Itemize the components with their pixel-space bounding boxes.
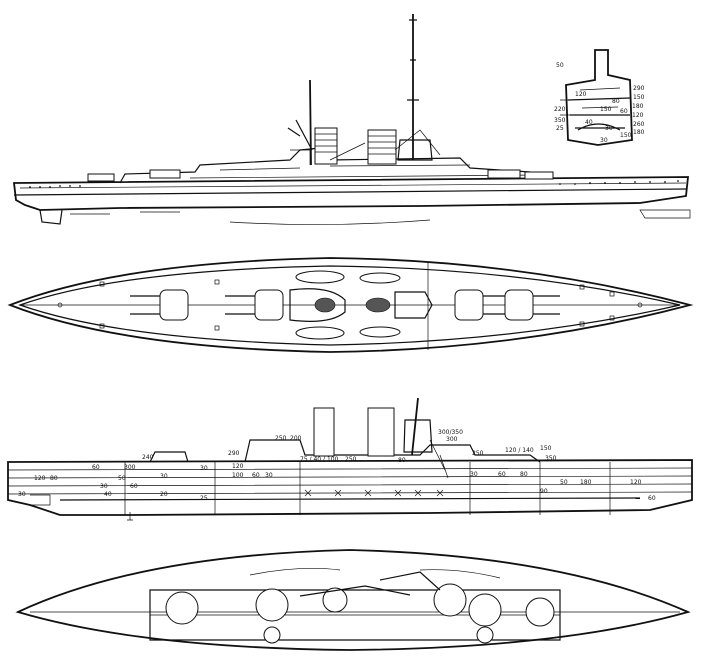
belt-marks bbox=[304, 489, 444, 497]
section-label-1: 50 bbox=[556, 62, 564, 69]
section-label-5: 80 bbox=[612, 98, 620, 105]
armor-label-26: 100 bbox=[232, 472, 244, 479]
armor-label-32: 30 bbox=[100, 483, 108, 490]
armor-label-28: 30 bbox=[265, 472, 273, 479]
armor-label-20: 120 bbox=[630, 479, 642, 486]
armor-label-22: 30 bbox=[470, 471, 478, 478]
armor-label-15: 60 bbox=[92, 464, 100, 471]
armor-profile-view: 300/350 300 120 / 140 150 350 250 200 29… bbox=[7, 397, 693, 521]
armor-label-25: 90 bbox=[540, 488, 548, 495]
section-label-8: 220 bbox=[554, 106, 566, 113]
section-label-7: 150 bbox=[600, 106, 612, 113]
armor-label-33: 60 bbox=[130, 483, 138, 490]
armor-label-11: 250 bbox=[472, 450, 484, 457]
armor-label-5: 350 bbox=[545, 455, 557, 462]
midship-section-view: 50 290 120 150 80 180 150 220 60 120 350… bbox=[554, 49, 645, 146]
section-label-18: 30 bbox=[600, 137, 608, 144]
section-label-14: 25 bbox=[556, 125, 564, 132]
armor-label-1: 300/350 bbox=[438, 429, 463, 436]
section-label-3: 120 bbox=[575, 91, 587, 98]
armor-label-3: 120 / 140 bbox=[505, 447, 534, 454]
armor-label-17: 250 bbox=[345, 456, 357, 463]
armor-label-14: 30 bbox=[200, 465, 208, 472]
armor-label-37: 25 bbox=[200, 495, 208, 502]
profile-view bbox=[12, 14, 691, 225]
armor-label-4: 150 bbox=[540, 445, 552, 452]
armor-plan-view bbox=[15, 549, 691, 651]
armor-label-13: 75 / 40 / 100 bbox=[300, 456, 339, 463]
armor-plan-barbettes bbox=[165, 583, 555, 644]
deck-fittings bbox=[57, 279, 643, 331]
armor-label-31: 50 bbox=[118, 475, 126, 482]
armor-label-38: 60 bbox=[648, 495, 656, 502]
armor-label-16: 80 bbox=[398, 457, 406, 464]
section-label-15: 30 bbox=[605, 125, 613, 132]
armor-label-7: 200 bbox=[290, 435, 302, 442]
armor-label-35: 20 bbox=[160, 491, 168, 498]
section-label-9: 60 bbox=[620, 108, 628, 115]
deck-turrets bbox=[130, 289, 560, 321]
armor-label-27: 60 bbox=[252, 472, 260, 479]
deck-plan-view bbox=[7, 257, 694, 353]
section-label-16: 180 bbox=[633, 129, 645, 136]
section-label-6: 180 bbox=[632, 103, 644, 110]
armor-label-12: 120 bbox=[232, 463, 244, 470]
section-label-13: 260 bbox=[633, 121, 645, 128]
section-label-10: 120 bbox=[632, 112, 644, 119]
section-label-17: 150 bbox=[620, 132, 632, 139]
portholes bbox=[29, 180, 679, 188]
armor-label-8: 290 bbox=[228, 450, 240, 457]
armor-label-30: 80 bbox=[50, 475, 58, 482]
armor-label-9: 240 bbox=[142, 454, 154, 461]
armor-label-10: 300 bbox=[124, 464, 136, 471]
armor-label-29: 120 bbox=[34, 475, 46, 482]
section-label-11: 350 bbox=[554, 117, 566, 124]
armor-label-2: 300 bbox=[446, 436, 458, 443]
section-label-4: 150 bbox=[633, 94, 645, 101]
armor-label-34: 30 bbox=[18, 491, 26, 498]
armor-label-24: 180 bbox=[580, 479, 592, 486]
armor-label-21: 80 bbox=[520, 471, 528, 478]
section-label-12: 40 bbox=[585, 119, 593, 126]
armor-label-6: 250 bbox=[275, 435, 287, 442]
armor-label-19: 50 bbox=[560, 479, 568, 486]
armor-label-18: 30 bbox=[160, 473, 168, 480]
armor-label-23: 60 bbox=[498, 471, 506, 478]
armor-label-36: 40 bbox=[104, 491, 112, 498]
section-label-2: 290 bbox=[633, 85, 645, 92]
